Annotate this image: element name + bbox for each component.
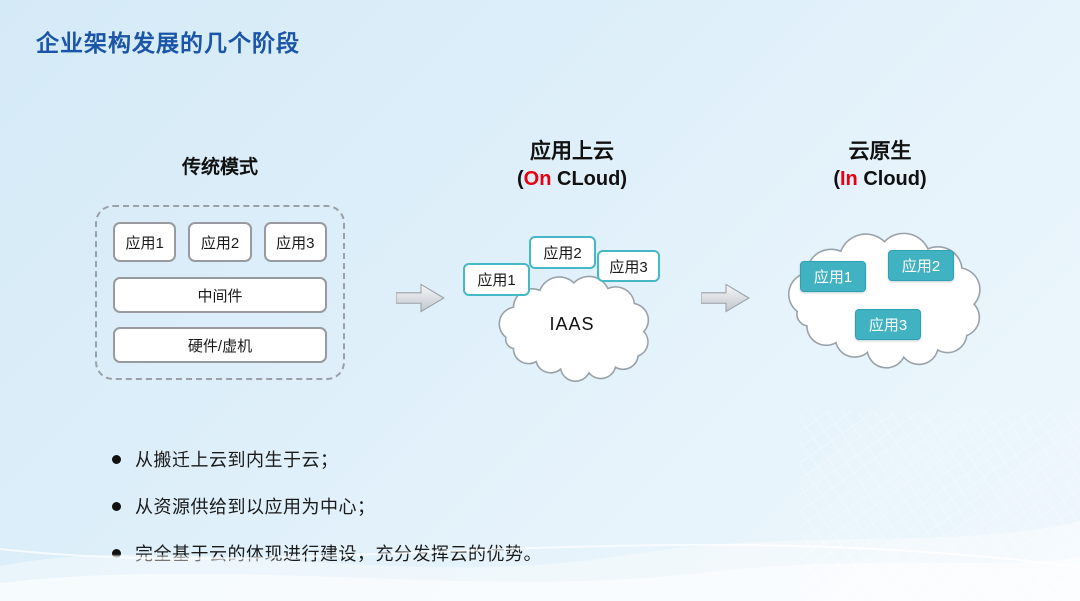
wave-decoration	[0, 521, 1080, 601]
app-box: 应用2	[888, 250, 954, 281]
stage-header-oncloud: 应用上云 (On CLoud)	[472, 138, 672, 193]
app-box: 应用1	[463, 263, 530, 296]
subtitle-open: (	[833, 168, 840, 190]
app-box: 应用2	[188, 222, 252, 262]
stage-subtitle: (In Cloud)	[780, 166, 980, 193]
app-box: 应用3	[263, 222, 327, 262]
subtitle-rest: Cloud)	[857, 168, 927, 190]
subtitle-rest: CLoud)	[551, 168, 627, 190]
app-box: 应用1	[800, 261, 866, 292]
app-box: 应用3	[597, 250, 660, 282]
native-cloud-icon	[787, 232, 981, 369]
hardware-box: 硬件/虚机	[113, 327, 327, 363]
bullet-dot-icon	[112, 548, 121, 558]
stage-title: 应用上云	[530, 140, 614, 163]
stage-subtitle: (On CLoud)	[472, 166, 672, 193]
traditional-apps-row: 应用1 应用2 应用3	[113, 222, 327, 262]
subtitle-open: (	[517, 168, 524, 190]
middleware-box: 中间件	[113, 277, 327, 313]
page-title: 企业架构发展的几个阶段	[36, 30, 300, 56]
hatch-decoration	[800, 411, 1080, 601]
app-box: 应用3	[855, 309, 921, 340]
list-item: 从资源供给到以应用为中心；	[112, 493, 542, 519]
bullet-dot-icon	[112, 454, 121, 464]
arrow-right-icon	[701, 283, 750, 313]
subtitle-highlight: In	[840, 168, 858, 190]
subtitle-highlight: On	[523, 168, 552, 190]
iaas-label: IAAS	[549, 314, 595, 334]
bullet-dot-icon	[112, 501, 121, 511]
stage-header-incloud: 云原生 (In Cloud)	[780, 138, 980, 193]
app-box: 应用2	[529, 236, 596, 269]
list-item: 从搬迁上云到内生于云；	[112, 446, 542, 472]
bullet-text: 从资源供给到以应用为中心；	[135, 497, 376, 517]
traditional-architecture-box: 应用1 应用2 应用3 中间件 硬件/虚机	[95, 205, 345, 380]
arrow-right-icon	[396, 283, 445, 313]
bullet-text: 从搬迁上云到内生于云；	[135, 450, 339, 470]
app-box: 应用1	[113, 222, 177, 262]
stage-title: 云原生	[848, 140, 912, 163]
stage-label-traditional: 传统模式	[181, 157, 258, 178]
